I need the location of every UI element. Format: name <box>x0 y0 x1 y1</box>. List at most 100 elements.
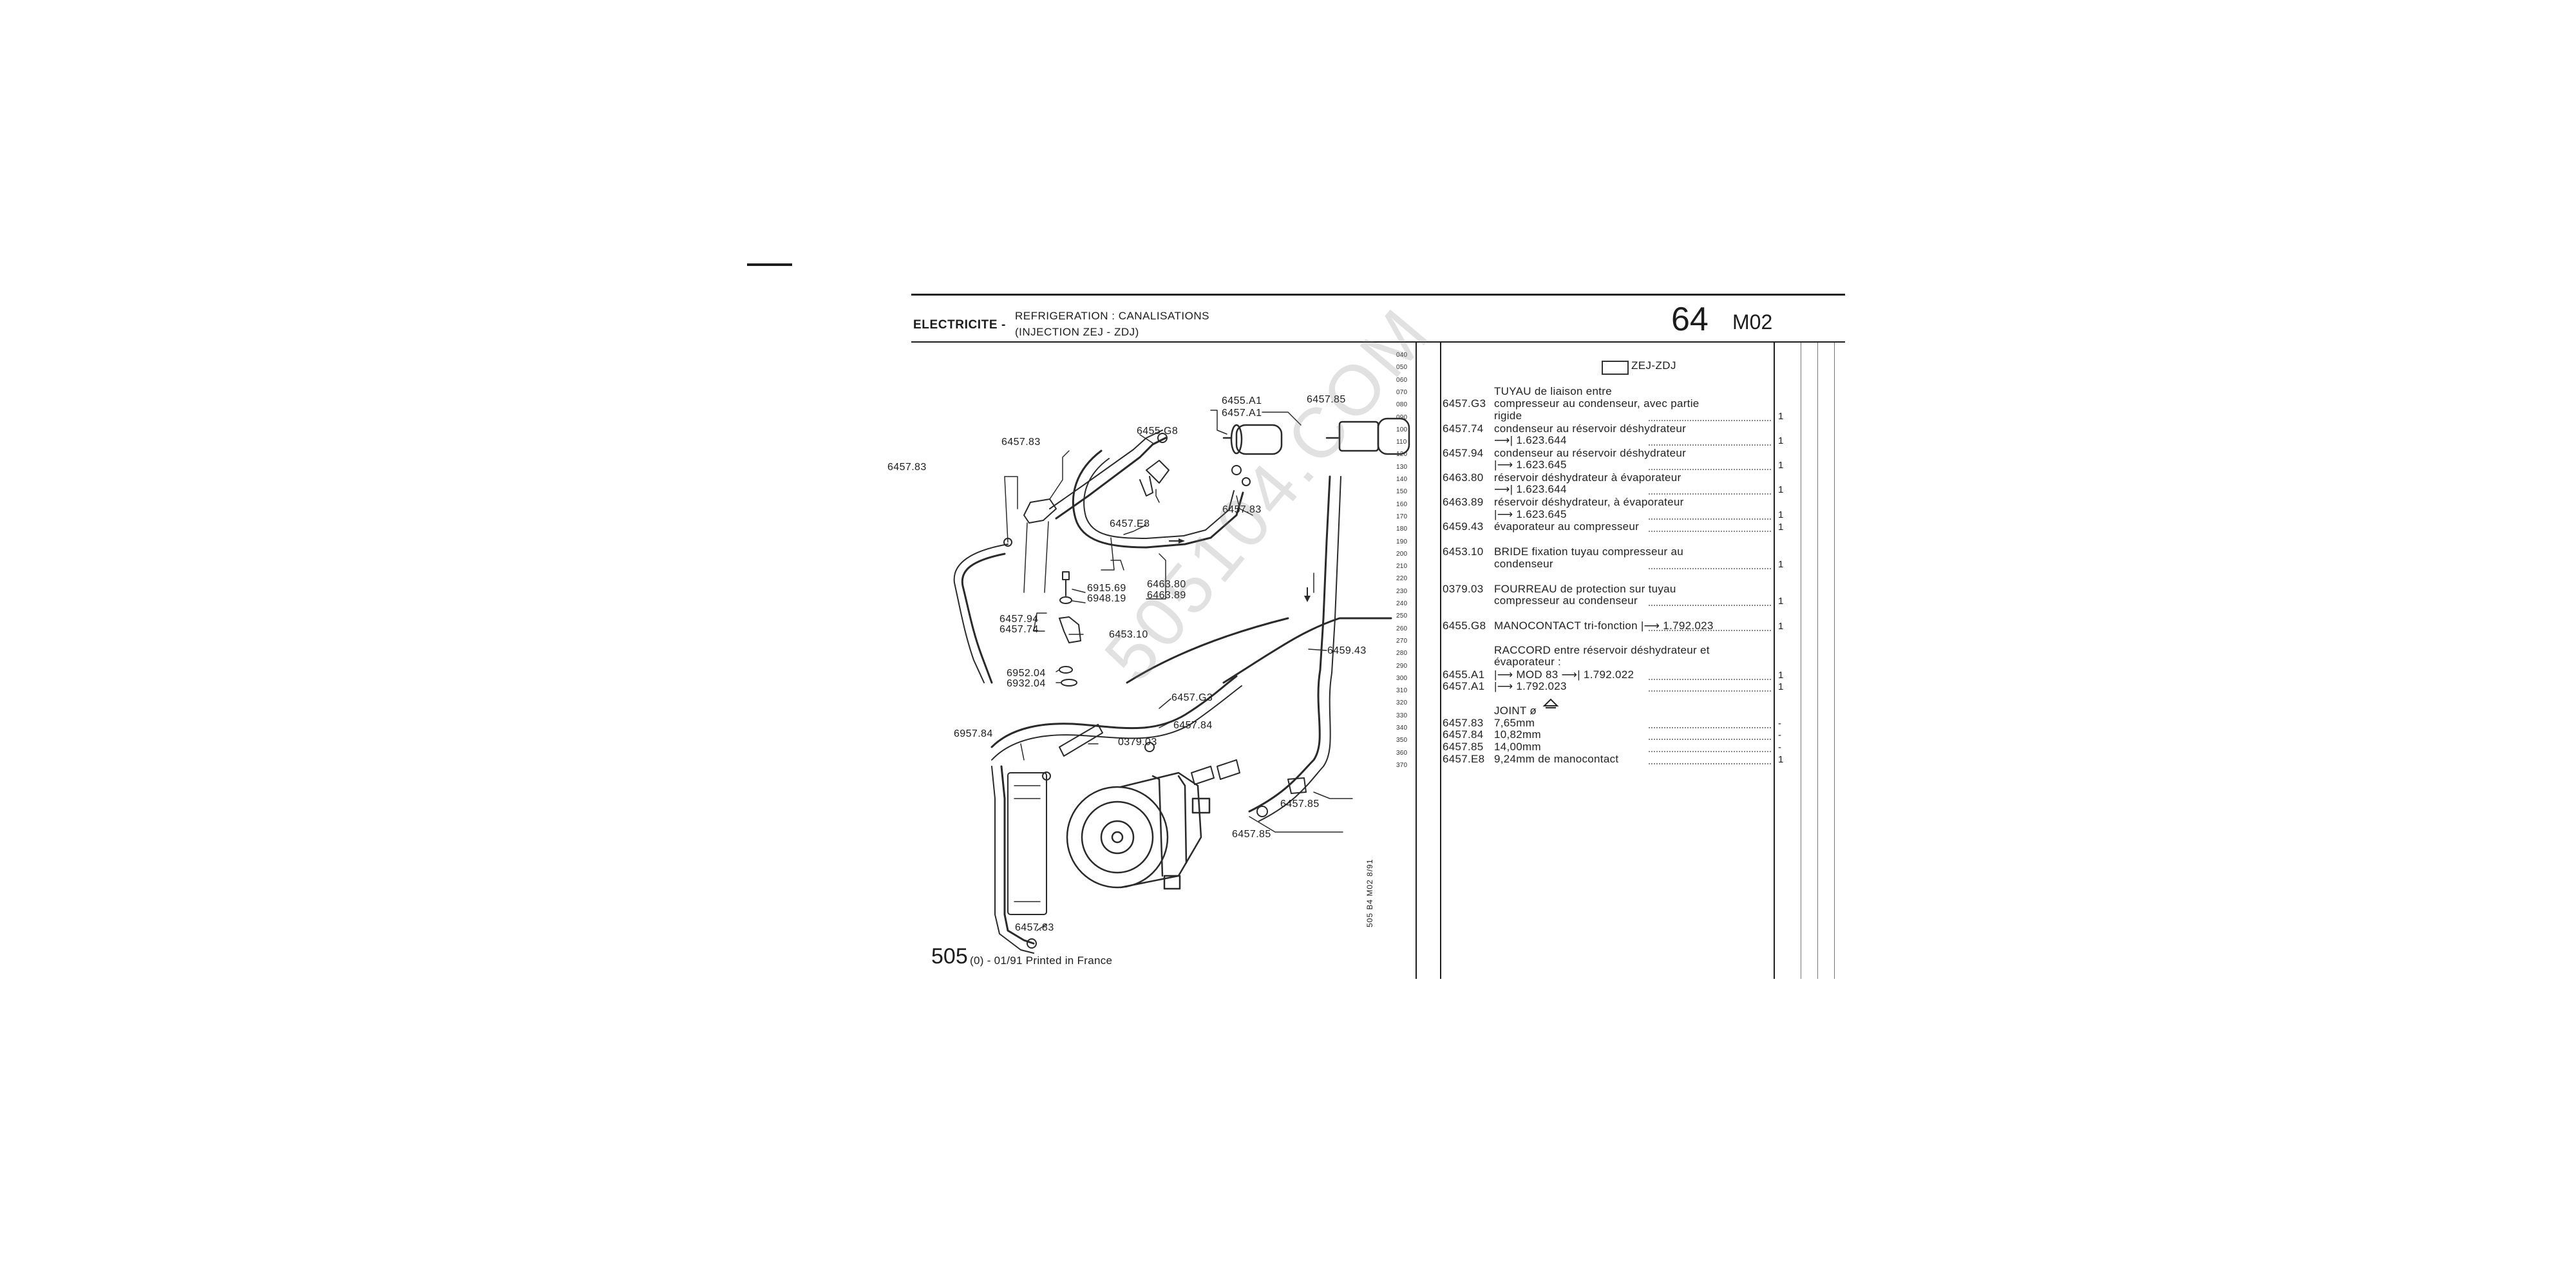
leader-dots <box>1649 568 1771 569</box>
label-6457-85-top: 6457.85 <box>1307 394 1346 405</box>
column-rule-5 <box>1817 343 1818 979</box>
ruler-tick: 330 <box>1396 712 1408 719</box>
hose-6459-43 <box>1126 475 1331 813</box>
part-description: TUYAU de liaison entre <box>1494 385 1612 397</box>
label-6932-04: 6932.04 <box>1007 678 1046 689</box>
label-6915-69: 6915.69 <box>1087 583 1126 594</box>
part-code: 6457.A1 <box>1443 680 1485 692</box>
nut-6948-19 <box>1059 596 1072 604</box>
part-description: rigide <box>1494 410 1522 422</box>
parts-row: ⟶| 1.623.644 <box>1443 483 1567 496</box>
part-description: MANOCONTACT tri-fonction |⟶ 1.792.023 <box>1494 620 1714 632</box>
part-quantity: 1 <box>1778 411 1784 422</box>
part-description: RACCORD entre réservoir déshydrateur et <box>1494 644 1710 656</box>
part-quantity: 1 <box>1778 522 1784 533</box>
column-rule-6 <box>1834 343 1835 979</box>
parts-row: compresseur au condenseur <box>1443 594 1638 607</box>
label-6457-G3: 6457.G3 <box>1171 692 1213 703</box>
ruler-tick: 060 <box>1396 376 1408 384</box>
hose-6457-74 <box>1055 437 1167 520</box>
sleeve-0379-03 <box>1059 724 1103 757</box>
label-6457-85-bottom: 6457.85 <box>1232 829 1271 840</box>
leader-dots <box>1649 690 1771 692</box>
label-6463-89: 6463.89 <box>1147 590 1186 601</box>
leader-dots <box>1649 751 1771 752</box>
leader-dots <box>1649 531 1771 532</box>
part-description: 9,24mm de manocontact <box>1494 753 1619 765</box>
part-quantity: 1 <box>1778 559 1784 570</box>
hose-lower-left <box>1000 765 1035 945</box>
leader-dots <box>1649 493 1771 495</box>
ruler-tick: 340 <box>1396 724 1408 732</box>
ruler-tick: 130 <box>1396 463 1408 471</box>
label-6455-A1: 6455.A1 <box>1222 395 1262 406</box>
label-6957-84: 6957.84 <box>954 728 993 739</box>
manocontact <box>1139 460 1170 497</box>
part-description: compresseur au condenseur, avec partie <box>1494 397 1700 410</box>
joint-6457-84 <box>1144 742 1155 752</box>
parts-row: 6455.A1|⟶ MOD 83 ⟶| 1.792.022 <box>1443 668 1634 681</box>
compressor <box>1066 772 1211 890</box>
parts-row: |⟶ 1.623.645 <box>1443 508 1567 521</box>
hose-long-left-inner <box>953 544 1009 683</box>
hose-6463 <box>1072 450 1244 549</box>
label-6457-74: 6457.74 <box>999 624 1039 635</box>
leader-dots <box>1649 763 1771 764</box>
column-rule-2 <box>1440 343 1441 979</box>
ruler-tick: 310 <box>1396 687 1408 695</box>
part-quantity: 1 <box>1778 435 1784 446</box>
ruler-tick: 220 <box>1396 575 1408 583</box>
part-description: évaporateur : <box>1494 656 1562 668</box>
part-quantity: - <box>1778 730 1781 741</box>
part-quantity: 1 <box>1778 670 1784 681</box>
ruler-tick: 080 <box>1396 401 1408 409</box>
footer-print-info: (0) - 01/91 Printed in France <box>970 954 1113 967</box>
hose-6457-74-inner <box>1049 430 1163 509</box>
section-title: ELECTRICITE - <box>913 318 1006 332</box>
variant-tag: ZEJ-ZDJ <box>1631 359 1676 372</box>
parts-row: évaporateur : <box>1443 656 1561 668</box>
ruler-tick: 210 <box>1396 563 1408 571</box>
column-rule-1 <box>1416 343 1417 979</box>
part-description: réservoir déshydrateur à évaporateur <box>1494 471 1681 484</box>
vertical-reference: 505 B4 M02 8/91 <box>1365 858 1374 927</box>
bracket-plate <box>1023 498 1057 524</box>
label-6948-19: 6948.19 <box>1087 593 1126 604</box>
refrigeration-pipe-diagram <box>953 410 1410 954</box>
part-code: 6457.84 <box>1443 728 1484 741</box>
part-description: ⟶| 1.623.644 <box>1494 483 1567 495</box>
part-quantity: - <box>1778 718 1781 729</box>
leader-dots <box>1649 605 1771 606</box>
ruler-tick: 100 <box>1396 426 1408 433</box>
ruler-tick: 230 <box>1396 587 1408 595</box>
part-description: JOINT ø <box>1494 705 1537 717</box>
plate-code: M02 <box>1732 310 1773 334</box>
parts-row: RACCORD entre réservoir déshydrateur et <box>1443 644 1710 657</box>
part-quantity: 1 <box>1778 681 1784 692</box>
label-6952-04: 6952.04 <box>1007 668 1046 679</box>
ruler-tick: 280 <box>1396 650 1408 658</box>
part-description: compresseur au condenseur <box>1494 594 1638 607</box>
part-quantity: 1 <box>1778 596 1784 607</box>
label-6457-84: 6457.84 <box>1173 720 1213 731</box>
ruler-tick: 370 <box>1396 761 1408 769</box>
leader-dots <box>1649 679 1771 680</box>
label-6457-83-top-left: 6457.83 <box>1001 437 1041 448</box>
group-number: 64 <box>1671 301 1709 338</box>
label-6463-80: 6463.80 <box>1147 579 1186 590</box>
ruler-tick: 190 <box>1396 538 1408 545</box>
part-quantity: 1 <box>1778 484 1784 495</box>
header-top-rule <box>911 294 1845 296</box>
parts-row: |⟶ 1.623.645 <box>1443 459 1567 471</box>
variant-tag-box <box>1602 361 1629 375</box>
ruler-tick: 170 <box>1396 513 1408 520</box>
leader-dots <box>1649 469 1771 470</box>
label-6457-83-middle: 6457.83 <box>1222 504 1262 515</box>
flow-arrow-2 <box>1304 596 1311 602</box>
